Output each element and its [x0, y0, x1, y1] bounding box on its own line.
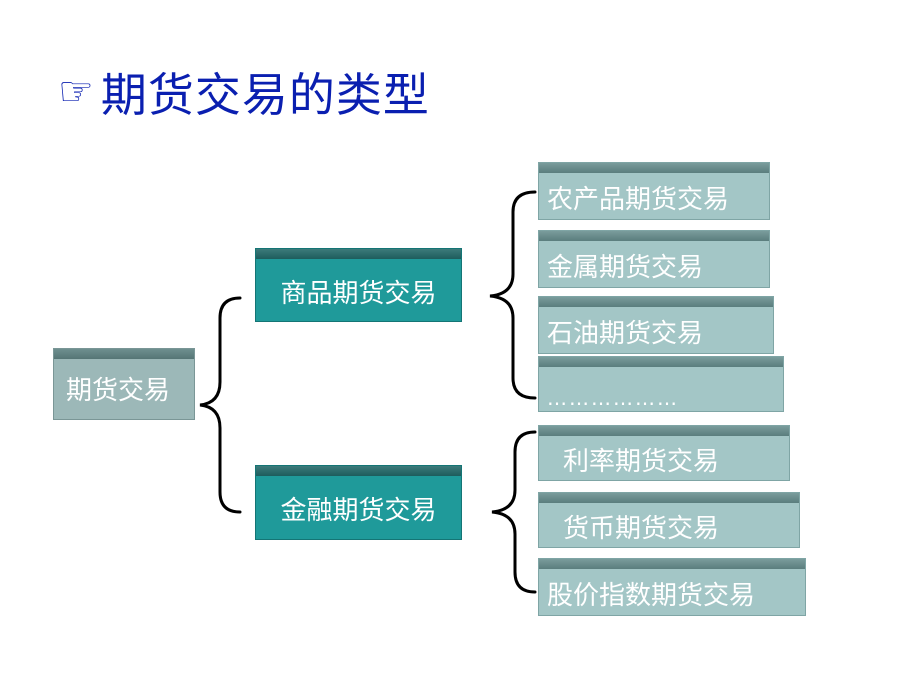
- leaf-node-metals: 金属期货交易: [538, 230, 770, 288]
- leaf-node-ellipsis: ………………: [538, 356, 784, 412]
- branch-node-financial-label: 金融期货交易: [280, 496, 437, 526]
- root-node-bevel: [54, 349, 194, 359]
- branch-node-commodity: 商品期货交易: [255, 248, 462, 322]
- branch-node-commodity-bevel: [256, 249, 461, 259]
- root-node: 期货交易: [53, 348, 195, 420]
- financial-brace: [491, 430, 537, 594]
- leaf-bevel: [539, 357, 783, 367]
- leaf-bevel: [539, 231, 769, 241]
- leaf-label: 货币期货交易: [563, 513, 720, 544]
- leaf-label: 利率期货交易: [563, 446, 720, 477]
- branch-node-financial-bevel: [256, 466, 461, 476]
- pointing-hand-icon: ☞: [58, 69, 95, 115]
- root-node-label: 期货交易: [66, 375, 171, 406]
- leaf-bevel: [539, 493, 799, 503]
- leaf-label: 农产品期货交易: [547, 184, 730, 215]
- leaf-node-currency: 货币期货交易: [538, 492, 800, 548]
- leaf-node-interest-rate: 利率期货交易: [538, 425, 790, 481]
- leaf-bevel: [539, 559, 805, 569]
- branch-node-financial: 金融期货交易: [255, 465, 462, 540]
- leaf-bevel: [539, 426, 789, 436]
- leaf-node-stock-index: 股价指数期货交易: [538, 558, 806, 616]
- leaf-label: 石油期货交易: [547, 318, 704, 349]
- root-brace: [199, 296, 242, 514]
- leaf-bevel: [539, 297, 773, 307]
- slide-title: ☞ 期货交易的类型: [58, 60, 430, 124]
- leaf-label: 金属期货交易: [547, 252, 704, 283]
- branch-node-commodity-label: 商品期货交易: [280, 278, 437, 309]
- slide-title-text: 期货交易的类型: [100, 68, 430, 122]
- commodity-brace: [489, 190, 537, 400]
- leaf-bevel: [539, 163, 769, 173]
- leaf-label: 股价指数期货交易: [547, 580, 756, 611]
- leaf-node-agricultural: 农产品期货交易: [538, 162, 770, 220]
- leaf-node-oil: 石油期货交易: [538, 296, 774, 354]
- ellipsis-dots: ………………: [547, 386, 679, 410]
